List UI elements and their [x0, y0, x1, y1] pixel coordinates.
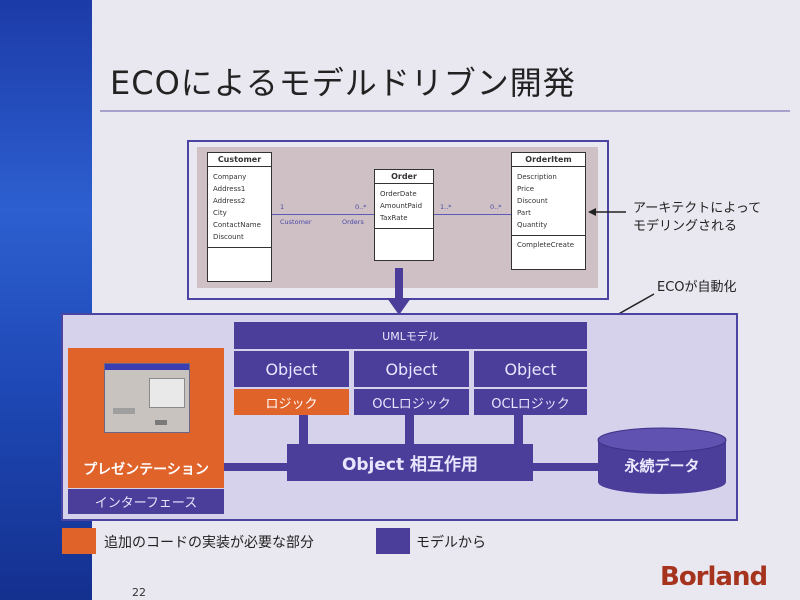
- annotation-architect: アーキテクトによって モデリングされる: [633, 201, 762, 234]
- window-control: [155, 420, 167, 425]
- uml-model-block: UMLモデル: [234, 322, 587, 349]
- uml-role: Customer: [280, 218, 312, 226]
- uml-association-order-orderitem: [434, 214, 511, 215]
- uml-class-orderitem-attributes: Description Price Discount Part Quantity: [512, 167, 585, 236]
- uml-class-order-name: Order: [375, 170, 433, 184]
- object-block-1: Object: [234, 351, 349, 387]
- persistence-label: 永続データ: [624, 457, 700, 475]
- uml-class-order-operations: [375, 229, 433, 235]
- uml-attribute: Price: [517, 185, 535, 193]
- borland-logo: Borland: [660, 562, 768, 592]
- page-number: 22: [132, 586, 146, 599]
- window-panel: [149, 378, 185, 408]
- uml-class-customer-attributes: Company Address1 Address2 City ContactNa…: [208, 167, 271, 248]
- uml-attribute: Discount: [517, 197, 548, 205]
- uml-attribute: OrderDate: [380, 190, 417, 198]
- window-control: [113, 408, 135, 414]
- uml-association-customer-order: [272, 214, 374, 215]
- uml-attribute: City: [213, 209, 227, 217]
- presentation-label: プレゼンテーション: [83, 462, 209, 478]
- title-underline: [100, 110, 790, 112]
- uml-class-order-attributes: OrderDate AmountPaid TaxRate: [375, 184, 433, 229]
- slide-title: ECOによるモデルドリブン開発: [110, 64, 576, 102]
- object-block-3: Object: [474, 351, 587, 387]
- database-icon: [597, 427, 727, 494]
- legend-additional-code: 追加のコードの実装が必要な部分: [104, 535, 314, 551]
- uml-multiplicity: 1..*: [440, 203, 452, 211]
- ocl-logic-block-2: OCLロジック: [474, 389, 587, 415]
- uml-multiplicity: 0..*: [490, 203, 502, 211]
- object-block-2: Object: [354, 351, 469, 387]
- uml-attribute: TaxRate: [380, 214, 408, 222]
- window-thumbnail: [104, 363, 190, 433]
- down-arrow-icon: [387, 268, 411, 315]
- uml-multiplicity: 0..*: [355, 203, 367, 211]
- uml-attribute: Address2: [213, 197, 246, 205]
- connector: [299, 415, 308, 445]
- uml-class-order: Order OrderDate AmountPaid TaxRate: [374, 169, 434, 261]
- connector: [405, 415, 414, 445]
- interface-block: インターフェース: [68, 489, 224, 514]
- uml-attribute: Address1: [213, 185, 246, 193]
- connector: [224, 463, 288, 471]
- ocl-logic-block-1: OCLロジック: [354, 389, 469, 415]
- uml-attribute: ContactName: [213, 221, 261, 229]
- annotation-eco-auto: ECOが自動化: [657, 280, 737, 295]
- uml-attribute: Quantity: [517, 221, 548, 229]
- uml-role: Orders: [342, 218, 364, 226]
- window-titlebar: [105, 364, 189, 370]
- uml-class-customer-operations: [208, 248, 271, 254]
- connector: [514, 415, 523, 445]
- legend-swatch-purple: [376, 528, 410, 554]
- uml-class-customer: Customer Company Address1 Address2 City …: [207, 152, 272, 282]
- uml-attribute: Discount: [213, 233, 244, 241]
- uml-multiplicity: 1: [280, 203, 285, 211]
- uml-attribute: Description: [517, 173, 557, 181]
- legend-from-model: モデルから: [416, 535, 486, 551]
- annotation-arrow-icon: [588, 208, 626, 216]
- connector: [533, 463, 601, 471]
- uml-class-orderitem: OrderItem Description Price Discount Par…: [511, 152, 586, 270]
- uml-class-orderitem-operations: CompleteCreate: [512, 236, 585, 254]
- logic-block: ロジック: [234, 389, 349, 415]
- uml-operation: CompleteCreate: [517, 241, 574, 249]
- uml-attribute: Company: [213, 173, 247, 181]
- uml-attribute: Part: [517, 209, 531, 217]
- legend-swatch-orange: [62, 528, 96, 554]
- uml-attribute: AmountPaid: [380, 202, 423, 210]
- object-interaction-block: Object 相互作用: [287, 444, 533, 481]
- uml-class-customer-name: Customer: [208, 153, 271, 167]
- uml-class-orderitem-name: OrderItem: [512, 153, 585, 167]
